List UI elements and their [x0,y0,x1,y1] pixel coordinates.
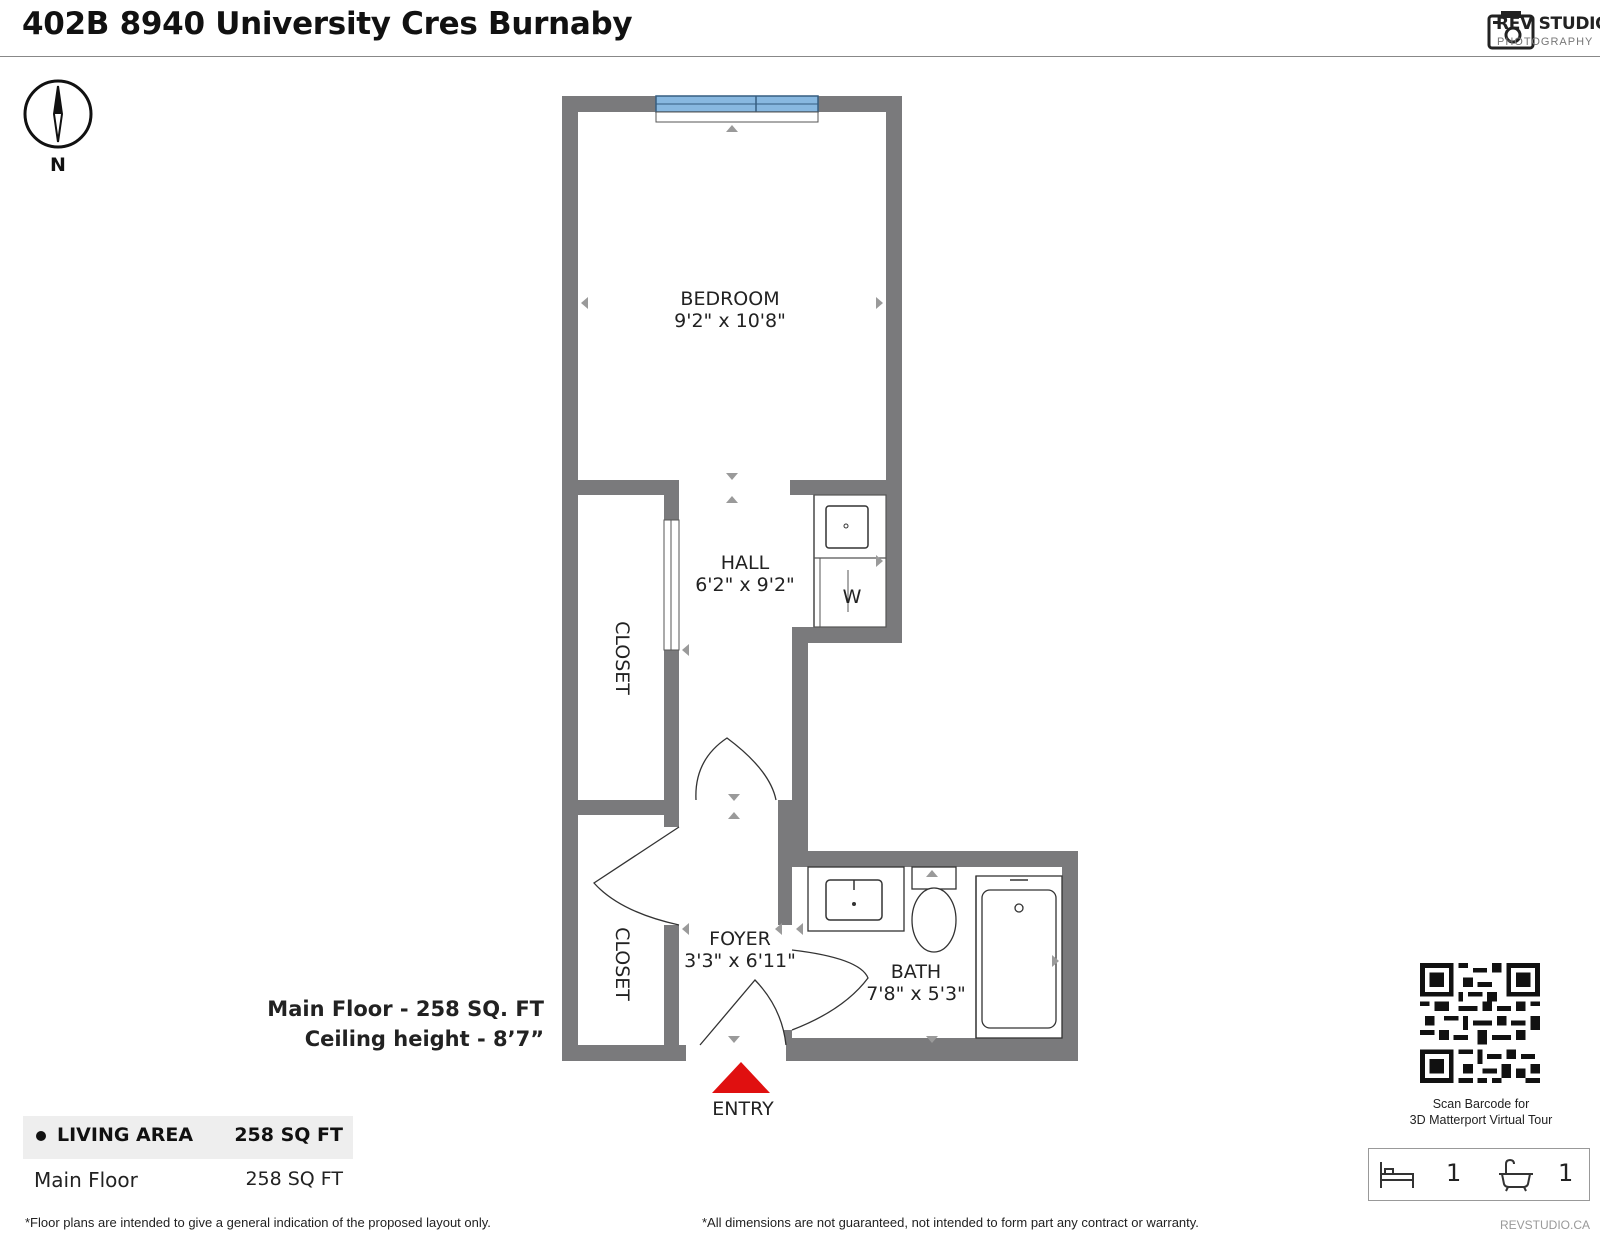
entry-label: ENTRY [712,1098,774,1120]
sink-icon [825,505,869,549]
bathtub-icon [981,889,1057,1029]
room-counts-box [1368,1148,1590,1201]
header-divider [0,56,1600,57]
washer-label: W [843,586,862,608]
bath-dims: 7'8" x 5'3" [866,983,966,1005]
north-compass-icon: N [23,79,93,176]
bathroom-count: 1 [1558,1159,1574,1187]
bedroom-count: 1 [1446,1159,1462,1187]
foyer-name: FOYER [709,928,771,950]
hall-name: HALL [721,552,770,574]
qr-caption-line1: Scan Barcode for [1432,1097,1530,1111]
toilet-tank [911,866,957,890]
bathtub-count-icon [1499,1158,1533,1192]
brand-subtitle: PHOTOGRAPHY [1497,36,1594,48]
bedroom-name: BEDROOM [680,288,779,310]
closet-door-swing [593,826,680,926]
ceiling-height-line: Ceiling height - 8’7” [304,1027,544,1051]
wall-foyer-right [778,800,792,925]
floor-info: Main Floor - 258 SQ. FT Ceiling height -… [262,994,544,1054]
living-area-value: 258 SQ FT [234,1124,343,1146]
hall-door-swing [695,737,777,801]
foyer-dims: 3'3" x 6'11" [684,950,796,972]
entry-arrow-icon [712,1062,770,1093]
closet-lower-label: CLOSET [611,927,633,1001]
main-floor-value: 258 SQ FT [245,1168,343,1190]
wall-bedroom-hall-left [578,480,679,495]
entry-door-swing [699,979,787,1046]
living-area-header [23,1116,353,1159]
brand-name: REV STUDIO [1496,14,1600,34]
qr-code-icon[interactable] [1420,963,1540,1083]
wall-bedroom-hall-right [790,480,886,495]
wall-closet-divider [578,800,679,815]
bath-door-swing [791,949,869,1031]
closet-upper-label: CLOSET [611,621,633,695]
floor-area-line: Main Floor - 258 SQ. FT [267,997,544,1021]
dimension-markers [581,125,1059,1043]
bed-icon [1380,1162,1414,1188]
disclaimer-right: *All dimensions are not guaranteed, not … [702,1215,1199,1230]
qr-caption-line2: 3D Matterport Virtual Tour [1409,1113,1553,1127]
disclaimer-left: *Floor plans are intended to give a gene… [25,1215,491,1230]
qr-caption: Scan Barcode for 3D Matterport Virtual T… [1370,1096,1592,1128]
bullet-icon [36,1131,46,1141]
hall-dims: 6'2" x 9'2" [695,574,795,596]
wall-foyer-top-right [778,800,792,814]
camera-logo-icon [1487,11,1535,50]
main-floor-label: Main Floor [34,1168,138,1192]
toilet-icon [911,887,957,953]
bath-name: BATH [891,961,941,983]
bedroom-dims: 9'2" x 10'8" [674,310,786,332]
living-area-label: LIVING AREA [57,1124,194,1146]
wall-foyer-left-lower [664,925,679,1045]
page-title: 402B 8940 University Cres Burnaby [22,6,633,42]
website-link[interactable]: REVSTUDIO.CA [1500,1218,1591,1232]
compass-label: N [50,154,66,176]
wall-foyer-left [664,815,679,827]
